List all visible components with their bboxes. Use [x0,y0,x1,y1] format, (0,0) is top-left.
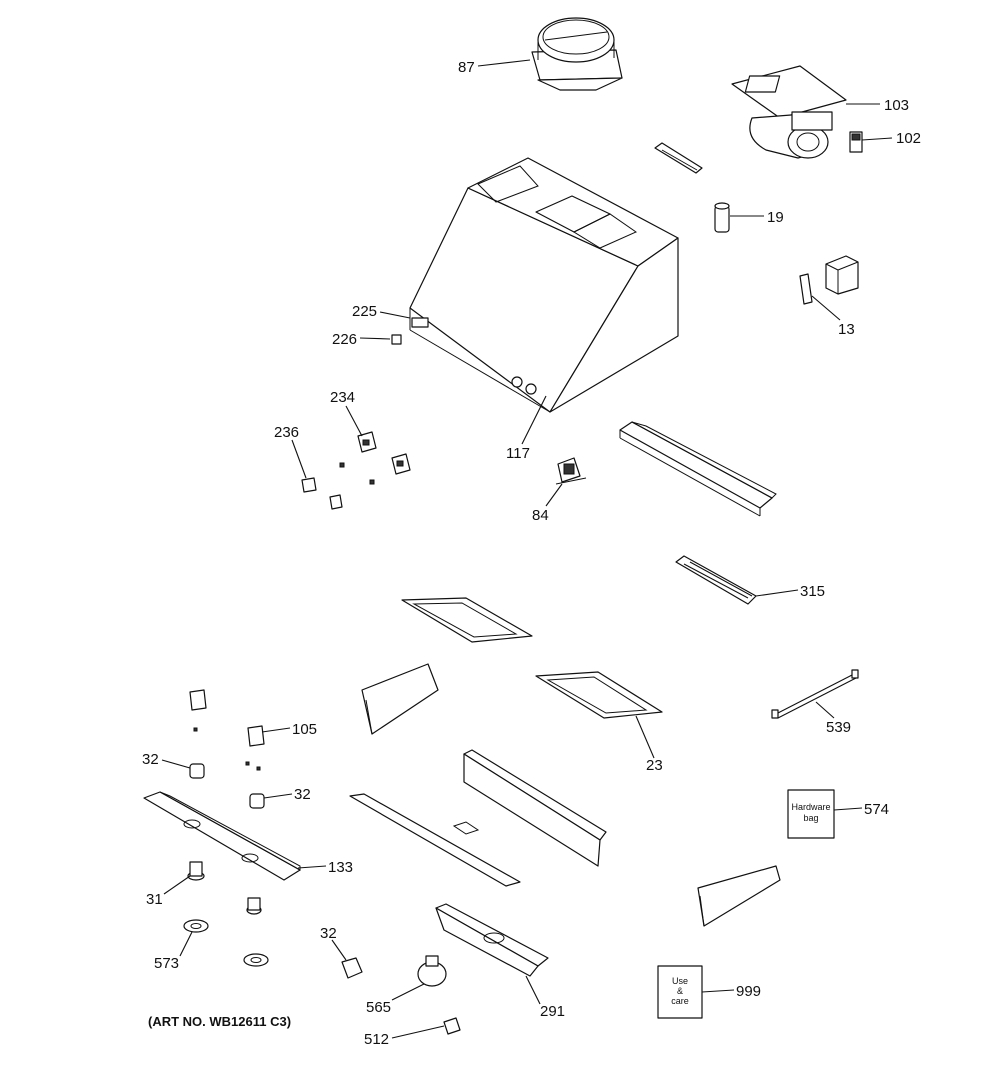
part-32-bulb-lower [341,957,363,979]
callout-315: 315 [800,583,825,600]
part-19-capacitor [714,202,730,233]
part-573-ring [183,919,269,967]
callout-133: 133 [328,859,353,876]
callout-117: 117 [506,445,530,462]
part-999-use-and-care: Use & care [657,965,703,1019]
part-23-filter-frame [535,671,663,719]
part-105-socket [189,689,265,771]
part-565-lamp [417,955,447,987]
part-side-bracket-left [361,663,439,735]
leader-lines [161,59,893,1039]
callout-103: 103 [884,97,909,114]
callout-539: 539 [826,719,851,736]
part-side-bracket-right [697,865,781,927]
part-102-clip [849,131,863,153]
callout-32-c: 32 [320,925,337,942]
use-care-line1: Use [672,976,688,986]
part-539-rod [771,669,859,719]
use-care-line3: care [671,996,689,1006]
callout-291: 291 [540,1003,565,1020]
part-574-hardware-bag: Hardware bag [787,789,835,839]
callout-31: 31 [146,891,163,908]
callout-105: 105 [292,721,317,738]
part-117-hood-body [409,157,679,413]
part-234-switch-assembly [329,431,411,510]
callout-512: 512 [364,1031,389,1048]
callout-19: 19 [767,209,784,226]
part-31-socket-base [187,861,262,915]
callout-999: 999 [736,983,761,1000]
part-512-fastener [443,1017,461,1035]
callout-234: 234 [330,389,355,406]
callout-23: 23 [646,757,663,774]
callout-labels: 87 103 102 19 13 225 226 234 236 117 84 … [142,59,921,1048]
part-236-knob [301,477,317,493]
part-top-bar [654,142,703,174]
part-133-light-housing [143,791,301,881]
callout-236: 236 [274,424,299,441]
part-long-channel [619,421,777,517]
callout-573: 573 [154,955,179,972]
callout-565: 565 [366,999,391,1016]
hardware-bag-line1: Hardware [791,802,830,812]
callout-32-b: 32 [294,786,311,803]
part-291-tray [435,903,549,977]
part-center-rail-upper [463,749,607,867]
art-number: (ART NO. WB12611 C3) [148,1014,291,1029]
callout-32-a: 32 [142,751,159,768]
callout-102: 102 [896,130,921,147]
callout-84: 84 [532,507,549,524]
callout-87: 87 [458,59,475,76]
part-32-bulb-upper [189,763,265,809]
callout-225: 225 [352,303,377,320]
part-226-switch [391,334,402,345]
part-87-duct-collar [531,17,623,91]
part-filter-frame-upper [401,597,533,643]
part-13-junction-box [799,255,859,305]
hardware-bag-line2: bag [803,813,818,823]
use-care-line2: & [677,986,683,996]
part-315-bracket [675,555,757,605]
part-center-rail-lower [349,793,521,887]
part-84-transformer [555,457,587,485]
part-103-blower [731,65,847,159]
callout-13: 13 [838,321,855,338]
callout-574: 574 [864,801,889,818]
callout-226: 226 [332,331,357,348]
